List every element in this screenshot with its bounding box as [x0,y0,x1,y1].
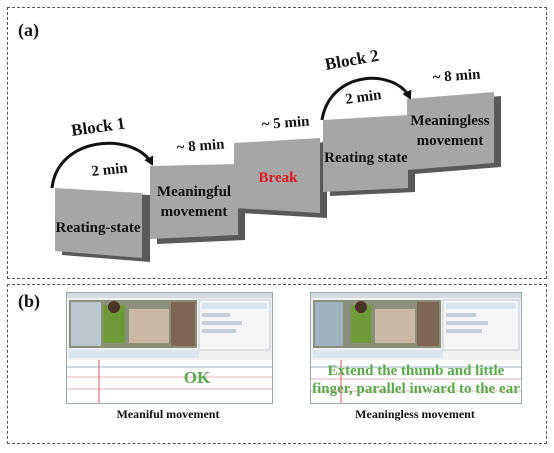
panel-b: (b) [7,284,547,444]
meaningless-duration: ~ 8 min [432,67,481,86]
meaningful-screenshot-image: OK [67,293,272,403]
box-resting-state-2: Reating state [323,115,415,196]
box-5-line-1: Meaningless [410,113,489,129]
instruction-overlay-line-1: Extend the thumb and little [328,363,505,379]
box-1-text: Reating-state [56,220,141,236]
box-5-line-2: movement [417,133,484,149]
block-1-duration: 2 min [91,160,129,180]
meaningless-screenshot: Extend the thumb and little finger, para… [310,292,522,404]
meaningful-screenshot: OK [66,292,273,404]
panel-a: (a) [7,7,547,279]
instruction-overlay-line-2: finger, parallel inward to the ear [312,381,520,397]
box-2-line-2: movement [161,204,228,220]
meaningful-caption: Meaniful movement [116,407,220,421]
meaningless-screenshot-image: Extend the thumb and little finger, para… [311,293,521,403]
box-2-line-1: Meaningful [157,184,231,200]
panel-b-label: (b) [18,291,40,311]
box-meaningful-movement: Meaningful movement [150,164,245,244]
box-3-text: Break [259,170,299,186]
block-2-arrow [320,76,412,121]
ok-overlay: OK [184,368,211,387]
block-2-duration: 2 min [344,87,383,108]
panel-a-label: (a) [18,20,39,40]
meaningless-caption: Meaningless movement [355,407,475,421]
break-duration: ~ 5 min [261,114,310,133]
block-1-arrow [50,141,154,189]
block-2-label: Block 2 [323,46,380,74]
meaningful-duration: ~ 8 min [176,137,225,156]
box-meaningless-movement: Meaningless movement [407,92,501,174]
block-1-label: Block 1 [70,114,126,140]
box-break: Break [234,138,327,218]
box-4-text: Reating state [324,150,408,166]
box-resting-state-1: Reating-state [55,188,150,262]
